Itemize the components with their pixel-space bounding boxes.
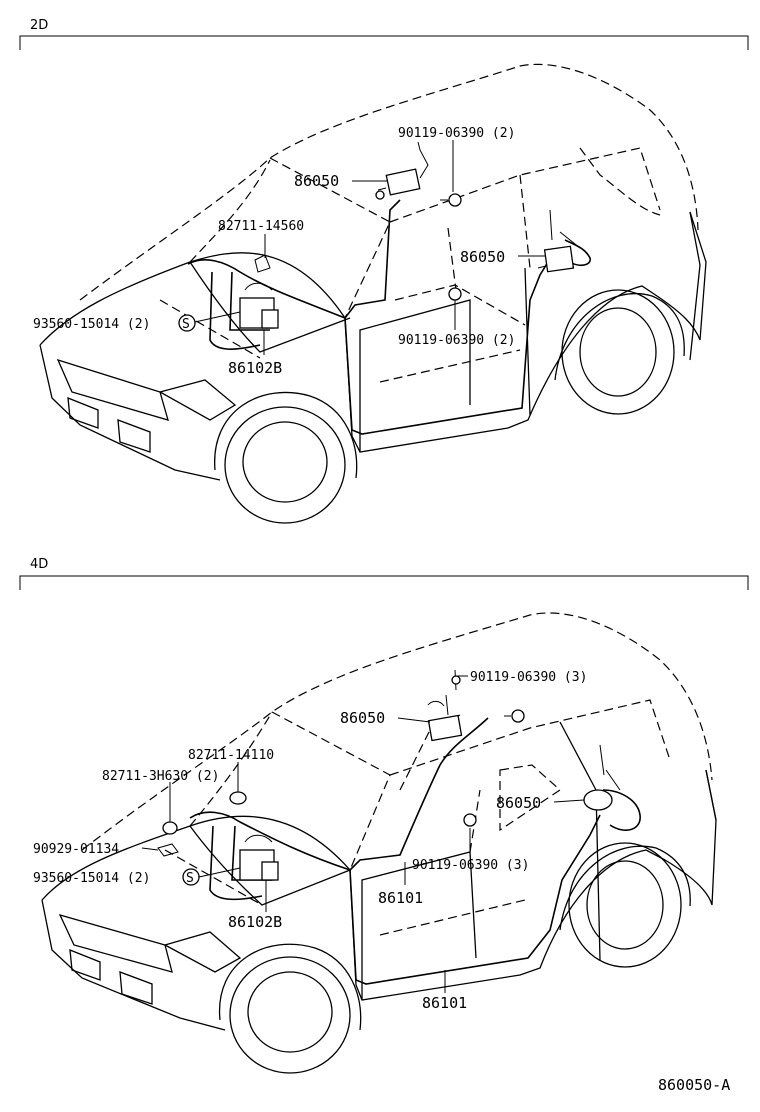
label-screw-2d: 93560-15014 (2) — [33, 317, 150, 332]
amplifier-rear-2d — [537, 209, 581, 273]
bolt-front-2d — [440, 193, 462, 207]
figure-code: 860050-A — [658, 1076, 730, 1094]
amplifier-front-4d — [427, 669, 463, 742]
section-tag-2d: 2D — [30, 18, 48, 33]
amplifier-front-2d — [375, 141, 429, 200]
section-bracket-2d — [19, 35, 749, 50]
label-bolt-rear-4d: 90119-06390 (3) — [412, 858, 529, 873]
harness-relay-2d — [239, 254, 279, 329]
label-amp-rear-2d: 86050 — [460, 248, 505, 266]
screw-symbol-4d: S — [182, 868, 200, 886]
label-bolt-front-4d: 90119-06390 (3) — [470, 670, 587, 685]
harness-relay-4d — [239, 834, 279, 881]
label-cable-roof-4d: 86101 — [378, 889, 423, 907]
label-bolt-front-2d: 90119-06390 (2) — [398, 126, 515, 141]
section-bracket-4d — [19, 575, 749, 590]
clamp-4d — [229, 791, 247, 805]
vehicle-4d — [41, 721, 717, 1074]
label-amp-front-4d: 86050 — [340, 709, 385, 727]
vehicle-hidden-lines-4d — [81, 612, 713, 936]
section-4d: 4D — [19, 557, 749, 1074]
clamp-3h630-4d — [162, 821, 178, 835]
leader-lines-4d — [141, 675, 585, 993]
vehicle-hidden-lines-2d — [79, 63, 699, 383]
screw-symbol-2d: S — [178, 314, 196, 332]
leader-lines-2d — [194, 140, 546, 355]
bolt-rear-4d — [463, 813, 477, 827]
label-amp-front-2d: 86050 — [294, 172, 339, 190]
label-clamp2-4d: 82711-3H630 (2) — [102, 769, 219, 784]
section-tag-4d: 4D — [30, 557, 48, 572]
label-harness-2d: 86102B — [228, 359, 282, 377]
label-harness-4d: 86102B — [228, 913, 282, 931]
bolt-rear-2d — [448, 287, 462, 301]
label-clamp-2d: 82711-14560 — [218, 219, 304, 234]
vehicle-2d — [39, 211, 707, 524]
label-screw-4d: 93560-15014 (2) — [33, 871, 150, 886]
section-2d: 2D — [19, 18, 749, 524]
label-clamp1-4d: 82711-14110 — [188, 748, 274, 763]
label-clip-4d: 90929-01134 — [33, 842, 119, 857]
clip-4d — [157, 843, 179, 857]
label-bolt-rear-2d: 90119-06390 (2) — [398, 333, 515, 348]
label-amp-rear-4d: 86050 — [496, 794, 541, 812]
label-cable-floor-4d: 86101 — [422, 994, 467, 1012]
screw-symbol-text-2d: S — [182, 317, 190, 332]
bolt-front-4d — [504, 709, 525, 723]
screw-symbol-text-4d: S — [186, 871, 194, 886]
